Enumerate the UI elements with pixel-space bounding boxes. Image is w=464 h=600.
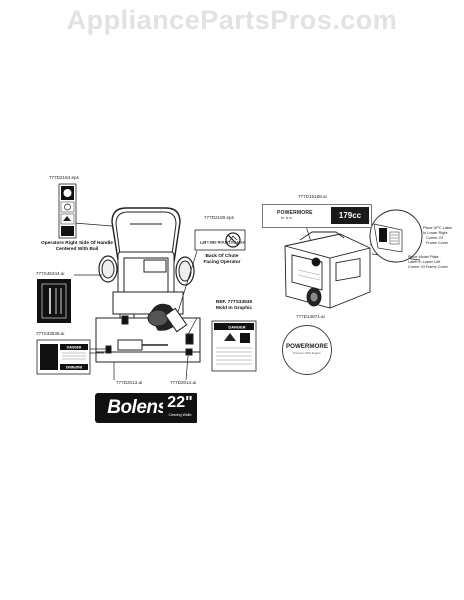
danger-decal-icon <box>211 320 257 372</box>
powermore-circle-text: POWERMORE <box>286 343 328 350</box>
label-part-engine-top: 777D15166.ai <box>298 194 327 199</box>
label-operators-2: Centered With Bail <box>55 247 99 252</box>
label-model-1: Place Model Plate <box>408 255 439 259</box>
label-upc-3: Corner Of <box>426 236 443 240</box>
clearing-width-value: 22" <box>167 394 193 411</box>
label-ref-1: REF. 777S33536 <box>215 300 253 305</box>
label-ref-2: Mold In Graphic <box>215 306 253 311</box>
label-part-bottom-b: 777D2014.ai <box>170 380 197 385</box>
chute-warning-icon <box>194 229 246 251</box>
powermore-badge-text: POWERMORE <box>277 210 313 216</box>
zoom-detail-circle <box>369 209 423 263</box>
clearing-width-decal: 22" Clearing Width <box>163 393 197 423</box>
label-chute-2: Facing Operator <box>203 260 241 265</box>
left-vertical-decal <box>37 279 71 323</box>
label-model-3: Corner Of Frame Cover <box>408 265 448 269</box>
label-part-engine-bottom: 777D14871.ai <box>296 314 325 319</box>
label-operators-1: Operators Right Side Of Handle <box>41 241 113 246</box>
label-upc-4: Frame Cover <box>426 241 449 245</box>
displacement-badge: 179cc <box>331 207 369 224</box>
control-decal-icon <box>58 183 77 239</box>
label-upc-1: Place UPC Label <box>423 226 452 230</box>
label-model-2: Label In Lower Left <box>408 260 441 264</box>
label-chute-1: Back Of Chute <box>205 254 239 259</box>
label-part-bottom-a: 777D2013.ai <box>116 380 143 385</box>
powermore-badge-sub: BY MTD <box>281 216 293 220</box>
powermore-circle-sub: Premium OHV Engine <box>293 351 321 355</box>
label-part-bottom-left: 777S33536.ai <box>36 331 65 336</box>
powermore-displacement-decal: POWERMORE BY MTD 179cc <box>262 204 372 228</box>
label-upc-2: In Lower Right <box>423 231 448 235</box>
powermore-circle-decal: POWERMORE Premium OHV Engine <box>282 325 332 375</box>
chute-decal-text: FOR ROTATION SEE LEFT <box>199 240 245 244</box>
engine-icon <box>284 231 371 309</box>
label-part-chute: 777D2100.eps <box>204 215 234 220</box>
clearing-width-sub: Clearing Width <box>168 413 192 417</box>
label-part-left-mid: 777X45244.ai <box>36 271 65 276</box>
danger-decal-title: DANGER <box>228 324 245 329</box>
watermark: AppliancePartsPros.com <box>66 5 398 35</box>
warning-decal <box>36 339 91 375</box>
label-part-top-left: 777D2184.eps <box>49 175 79 180</box>
snow-thrower-icon <box>95 207 201 363</box>
warning-decal-danger: DANGER <box>67 346 82 350</box>
warning-decal-warning: WARNING <box>65 365 82 369</box>
bolens-logo-text: Bolens <box>107 397 168 418</box>
